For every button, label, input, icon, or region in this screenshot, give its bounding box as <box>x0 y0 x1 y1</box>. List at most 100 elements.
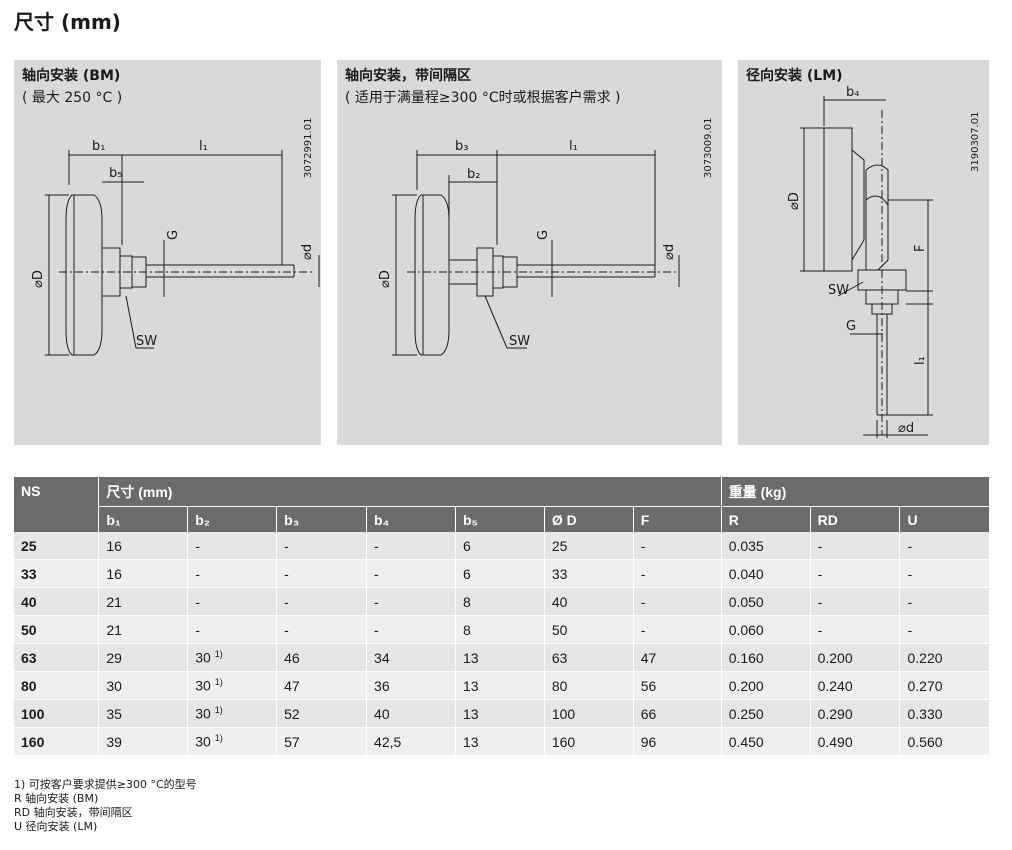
label-f: F <box>913 245 928 252</box>
table-cell: 96 <box>632 727 722 756</box>
table-cell: 0.035 <box>720 532 811 560</box>
table-cell: - <box>187 559 277 588</box>
panel-title: 径向安装 (LM) <box>746 68 843 84</box>
table-cell: 0.240 <box>809 671 900 700</box>
drawing-code: 3190307.01 <box>970 112 981 172</box>
technical-drawing-spacer: 3073009.01 b₃ l₁ b₂ G ⌀d ⌀D SW <box>378 118 714 356</box>
footnote-mark: 1) <box>214 733 223 744</box>
panel-title: 轴向安装 (BM) <box>22 68 121 84</box>
table-cell: 30 1) <box>187 643 277 672</box>
footnotes: 1) 可按客户要求提供≥300 °C的型号 R 轴向安装 (BM) RD 轴向安… <box>14 778 197 834</box>
ns-cell: 160 <box>14 727 99 756</box>
table-cell: 8 <box>454 615 545 644</box>
column-header: b₂ <box>187 506 277 532</box>
drawing-panel-spacer: 轴向安装，带间隔区 ( 适用于满量程≥300 °C时或根据客户需求 ) 3073… <box>337 60 722 445</box>
ns-cell: 40 <box>14 587 99 616</box>
table-cell: - <box>276 532 367 560</box>
table-cell: - <box>632 615 722 644</box>
table-cell: 66 <box>632 699 722 728</box>
panel-subtitle: ( 最大 250 °C ) <box>22 90 123 106</box>
label-b2: b₂ <box>467 167 480 182</box>
label-d: ⌀d <box>662 244 677 260</box>
table-cell: - <box>276 587 367 616</box>
table-cell: - <box>899 615 989 644</box>
label-D: ⌀D <box>31 270 46 288</box>
footnote-mark: 1) <box>214 705 223 716</box>
column-header: b₁ <box>98 506 188 532</box>
table-cell: 0.060 <box>720 615 811 644</box>
table-cell: 160 <box>543 727 634 756</box>
table-cell: 50 <box>543 615 634 644</box>
table-cell: - <box>366 532 456 560</box>
table-cell: - <box>366 559 456 588</box>
table-cell: 6 <box>454 559 545 588</box>
table-cell: - <box>809 559 900 588</box>
column-header: R <box>720 506 811 532</box>
table-cell: 13 <box>454 699 545 728</box>
table-cell: 0.270 <box>899 671 989 700</box>
table-cell: - <box>187 615 277 644</box>
label-b5: b₅ <box>109 166 122 181</box>
table-cell: 13 <box>454 671 545 700</box>
label-g: G <box>166 230 181 240</box>
table-cell: 0.040 <box>720 559 811 588</box>
table-cell: 30 1) <box>187 699 277 728</box>
table-cell: 0.250 <box>720 699 811 728</box>
table-cell: 40 <box>543 587 634 616</box>
table-cell: - <box>632 559 722 588</box>
table-cell: 0.050 <box>720 587 811 616</box>
ns-cell: 25 <box>14 532 99 560</box>
label-D: ⌀D <box>787 192 802 210</box>
header-dims: 尺寸 (mm) <box>98 477 722 507</box>
ns-cell: 33 <box>14 559 99 588</box>
table-cell: 30 1) <box>187 671 277 700</box>
label-g: G <box>536 230 551 240</box>
table-cell: 0.160 <box>720 643 811 672</box>
footnote: R 轴向安装 (BM) <box>14 792 99 805</box>
table-cell: 0.330 <box>899 699 989 728</box>
table-cell: 8 <box>454 587 545 616</box>
table-cell: 34 <box>366 643 456 672</box>
technical-drawing-lm: 3190307.01 b₄ ⌀D F SW G l₁ ⌀d <box>787 85 981 438</box>
drawing-panel-bm: 轴向安装 (BM) ( 最大 250 °C ) 3072991.01 b₁ l₁… <box>14 60 321 445</box>
table-cell: 16 <box>98 532 188 560</box>
label-b1: b₁ <box>92 139 105 154</box>
column-header: b₃ <box>276 506 367 532</box>
footnote: RD 轴向安装，带间隔区 <box>14 806 133 819</box>
ns-cell: 100 <box>14 699 99 728</box>
table-cell: 52 <box>276 699 367 728</box>
table-cell: 100 <box>543 699 634 728</box>
label-b3: b₃ <box>455 139 468 154</box>
table-cell: 80 <box>543 671 634 700</box>
column-header: RD <box>809 506 900 532</box>
page-title: 尺寸 (mm) <box>14 10 121 34</box>
footnote-mark: 1) <box>214 677 223 688</box>
table-cell: 0.560 <box>899 727 989 756</box>
table-cell: - <box>899 532 989 560</box>
table-cell: 40 <box>366 699 456 728</box>
table-cell: 36 <box>366 671 456 700</box>
ns-cell: 50 <box>14 615 99 644</box>
table-cell: - <box>632 532 722 560</box>
table-cell: 25 <box>543 532 634 560</box>
table-cell: 47 <box>276 671 367 700</box>
table-cell: 0.200 <box>720 671 811 700</box>
label-l1: l₁ <box>569 139 578 154</box>
label-sw: SW <box>509 334 530 349</box>
table-cell: 46 <box>276 643 367 672</box>
header-weight: 重量 (kg) <box>720 477 989 507</box>
table-cell: - <box>809 587 900 616</box>
table-cell: 6 <box>454 532 545 560</box>
label-d: ⌀d <box>898 421 914 436</box>
table-cell: 42,5 <box>366 727 456 756</box>
table-cell: 39 <box>98 727 188 756</box>
footnote: 1) 可按客户要求提供≥300 °C的型号 <box>14 778 197 791</box>
table-cell: 57 <box>276 727 367 756</box>
column-header: Ø D <box>543 506 634 532</box>
table-cell: 29 <box>98 643 188 672</box>
table-cell: 13 <box>454 727 545 756</box>
table-cell: 0.490 <box>809 727 900 756</box>
table-cell: - <box>809 532 900 560</box>
